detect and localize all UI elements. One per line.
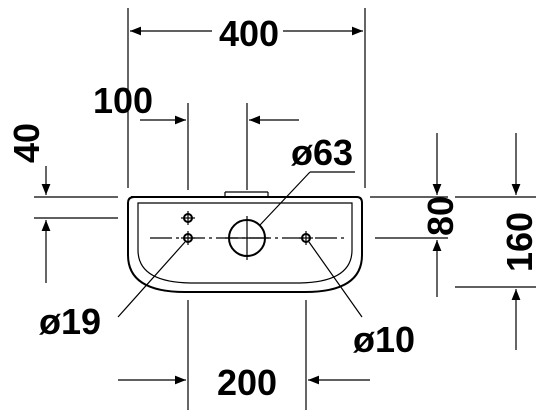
callout-large-hole: ø63 (259, 132, 355, 226)
dim-160-label: 160 (499, 212, 540, 272)
dimension-total-height: 160 (455, 133, 540, 350)
callout-19-label: ø19 (39, 301, 101, 342)
callout-left-holes: ø19 (39, 241, 186, 342)
dim-80-label: 80 (420, 196, 461, 236)
callout-right-hole: ø10 (308, 241, 415, 360)
dimension-hole-spacing: 200 (118, 300, 370, 410)
dim-40-label: 40 (6, 123, 47, 163)
holes (181, 211, 313, 260)
dim-100-label: 100 (93, 80, 153, 121)
dimension-overall-width: 400 (127, 8, 366, 188)
callout-63-label: ø63 (291, 132, 353, 173)
callout-10-label: ø10 (353, 319, 415, 360)
dim-200-label: 200 (217, 362, 277, 403)
dimension-hole-row-height: 80 (370, 133, 461, 297)
dimension-top-height: 40 (6, 123, 118, 283)
dimension-hole-offset: 100 (93, 80, 299, 190)
dim-400-label: 400 (219, 13, 279, 54)
cistern-outline (127, 191, 363, 293)
